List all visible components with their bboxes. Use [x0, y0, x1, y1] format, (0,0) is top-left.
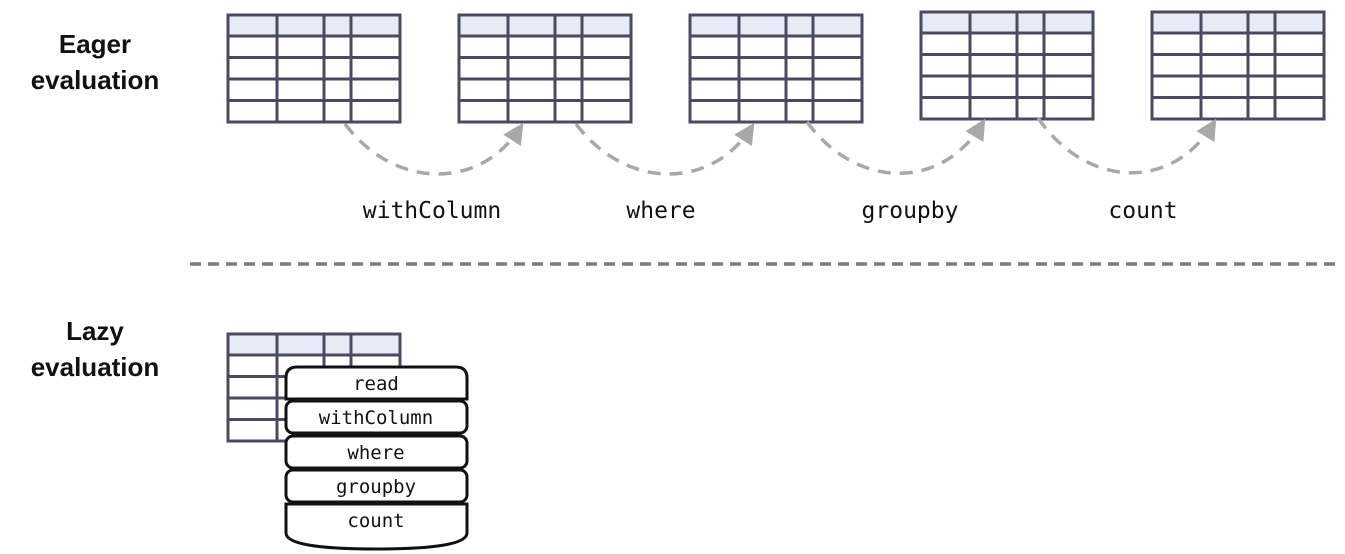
- plan-step-read: read: [284, 365, 469, 401]
- op-label-withcolumn: withColumn: [363, 198, 501, 224]
- plan-stack: read withColumn where groupby count: [284, 365, 469, 551]
- plan-step-read-label: read: [353, 373, 399, 395]
- lazy-label: Lazy evaluation: [0, 313, 190, 385]
- eager-label-line-1: Eager: [58, 29, 132, 59]
- eager-label: Eager evaluation: [0, 26, 190, 98]
- eager-table-4: [919, 10, 1095, 121]
- eager-table-2: [457, 13, 633, 124]
- plan-step-withcolumn-label: withColumn: [319, 407, 433, 429]
- eager-table-1: [226, 13, 402, 124]
- arrow-count: [1036, 117, 1217, 175]
- eager-label-line-2: evaluation: [30, 65, 160, 95]
- lazy-label-line-2: evaluation: [30, 352, 160, 382]
- op-label-count: count: [1108, 198, 1177, 224]
- op-label-where: where: [626, 198, 695, 224]
- eager-table-5: [1150, 10, 1326, 121]
- arrow-where: [574, 122, 755, 176]
- arrow-withcolumn: [343, 122, 524, 176]
- eager-table-3: [688, 13, 864, 124]
- plan-step-withcolumn: withColumn: [284, 399, 469, 435]
- lazy-label-line-1: Lazy: [66, 316, 124, 346]
- plan-step-where-label: where: [347, 442, 404, 464]
- plan-step-count: count: [284, 502, 469, 551]
- op-label-groupby: groupby: [862, 198, 959, 224]
- plan-step-groupby: groupby: [284, 468, 469, 504]
- plan-step-where: where: [284, 434, 469, 470]
- plan-step-groupby-label: groupby: [336, 476, 416, 498]
- plan-step-count-label: count: [347, 510, 404, 532]
- arrow-groupby: [805, 118, 986, 175]
